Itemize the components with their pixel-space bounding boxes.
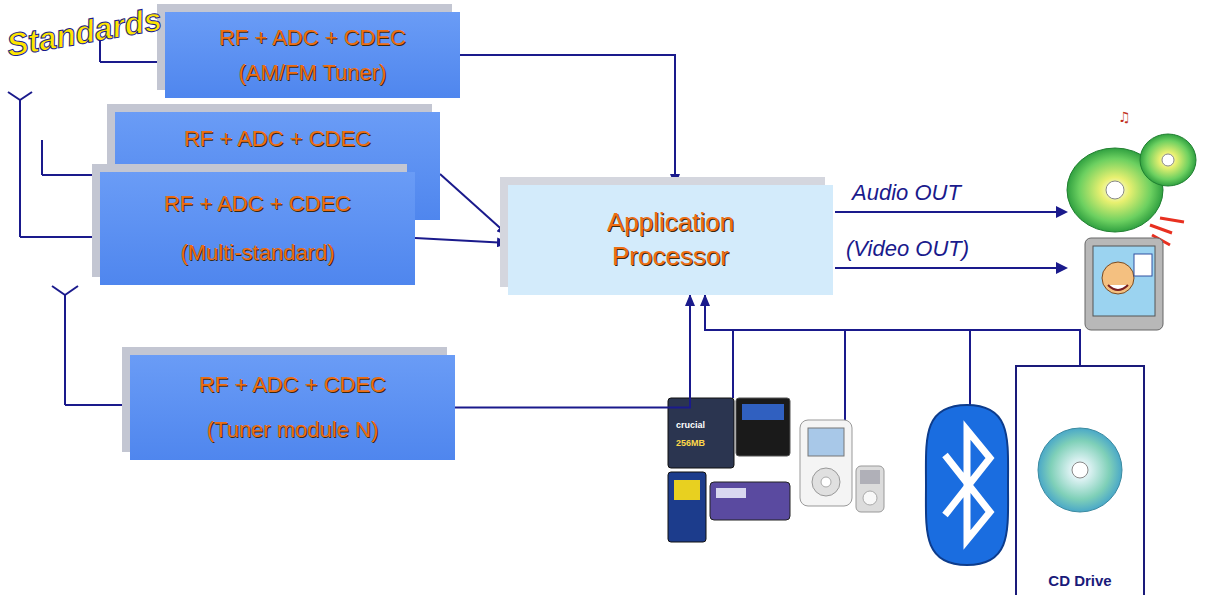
tv-picture xyxy=(1085,238,1163,330)
device-bus xyxy=(733,330,970,420)
music-players xyxy=(800,420,884,512)
connector xyxy=(455,295,690,408)
node-text: (AM/FM Tuner) xyxy=(239,60,387,86)
bluetooth-symbol xyxy=(926,405,1008,565)
connector xyxy=(415,238,508,243)
tuner-module: RF + ADC + CDEC (Tuner module N) xyxy=(130,355,455,460)
audio-cd-picture: ♫ xyxy=(1067,109,1196,245)
memory-cards xyxy=(668,398,790,542)
node-text: CD Drive xyxy=(1048,572,1111,589)
output-arrows xyxy=(835,206,1068,274)
standards-banner: Standards xyxy=(4,1,165,65)
svg-text:♫: ♫ xyxy=(1118,109,1131,125)
card-capacity: 256MB xyxy=(676,438,705,448)
connector xyxy=(705,295,1080,365)
node-text: (Multi-standard) xyxy=(180,240,334,266)
node-text: RF + ADC + CDEC xyxy=(184,126,371,152)
connector xyxy=(440,174,508,235)
tuner-module: RF + ADC + CDEC (AM/FM Tuner) xyxy=(165,12,460,98)
node-text: RF + ADC + CDEC xyxy=(219,25,406,51)
node-text: RF + ADC + CDEC xyxy=(164,191,351,217)
node-text: RF + ADC + CDEC xyxy=(199,372,386,398)
connector xyxy=(460,55,675,185)
card-brand: crucial xyxy=(676,420,705,430)
node-text: (Tuner module N) xyxy=(207,417,379,443)
cd-drive-box: CD Drive xyxy=(1015,365,1145,595)
tuner-module: RF + ADC + CDEC (Multi-standard) xyxy=(100,172,415,285)
cd-disc xyxy=(1038,428,1122,512)
output-label: (Video OUT) xyxy=(846,236,969,262)
processor-box: Application Processor xyxy=(508,185,833,295)
output-label: Audio OUT xyxy=(852,180,961,206)
node-text: Application Processor xyxy=(571,206,771,274)
